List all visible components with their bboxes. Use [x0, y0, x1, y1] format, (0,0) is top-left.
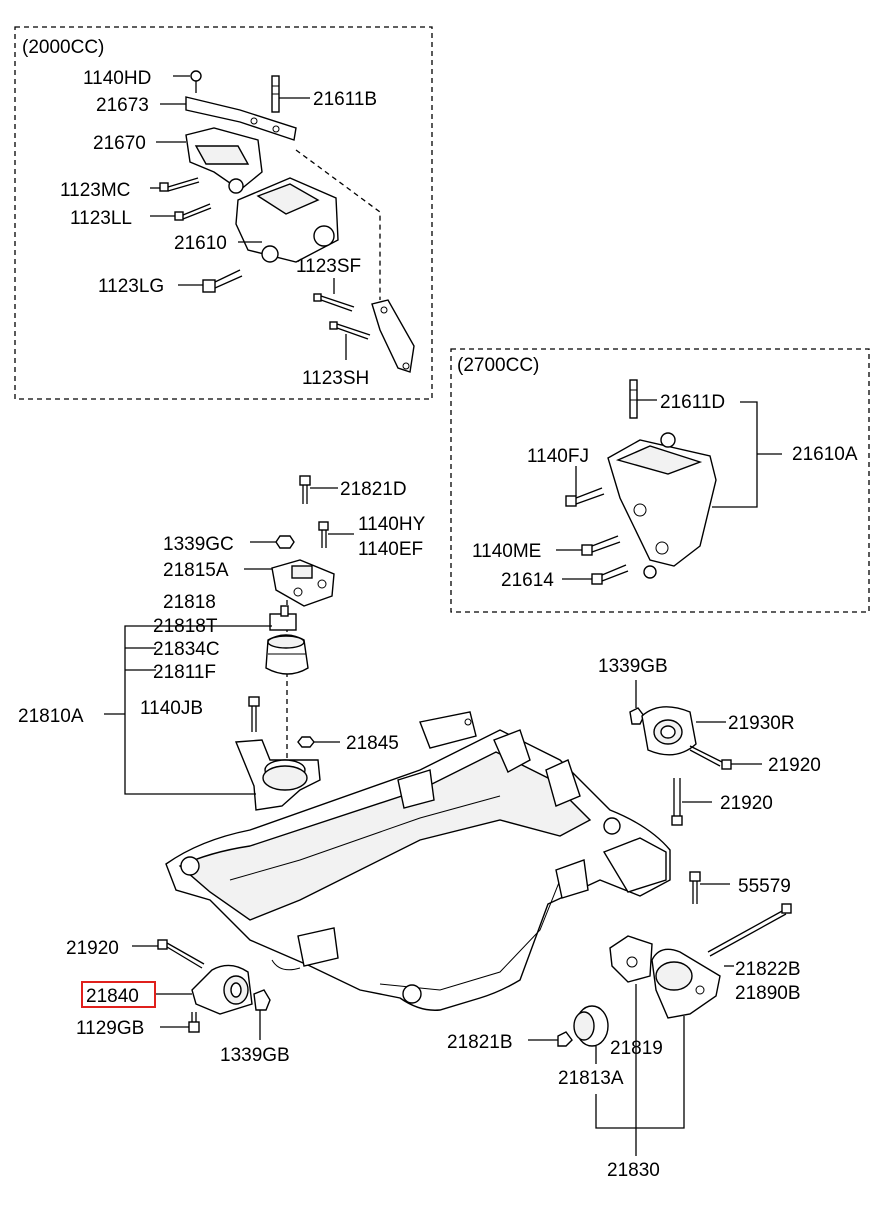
- bolt-1123sf[interactable]: [313, 278, 355, 312]
- group-21830: 55579 21822B 21890B 21821B 21819 21813A …: [447, 871, 801, 1181]
- label-21610: 21610: [174, 233, 227, 254]
- bolt-1123sh[interactable]: [329, 321, 371, 360]
- bracket-2000-lower[interactable]: [371, 299, 415, 373]
- label-21810a: 21810A: [18, 706, 84, 727]
- label-1123ll: 1123LL: [70, 208, 132, 229]
- group-21810a: 21821D 1339GC 1140HY 1140EF 21815A 21818…: [18, 475, 426, 811]
- label-1140hy: 1140HY: [358, 514, 426, 535]
- stud-21611d[interactable]: [629, 379, 657, 419]
- nut-21821b[interactable]: [528, 1031, 573, 1047]
- label-21821b: 21821B: [447, 1032, 513, 1053]
- label-21813a: 21813A: [558, 1068, 624, 1089]
- group-2700cc-frame: [450, 348, 870, 613]
- bracket-21815a[interactable]: [244, 559, 335, 607]
- label-1140ef: 1140EF: [358, 539, 423, 560]
- group-2700cc: (2700CC): [450, 348, 870, 613]
- group-21930r: 1339GB 21930R 21920 21920: [598, 656, 821, 826]
- label-21830: 21830: [607, 1160, 660, 1181]
- bracket-21890b[interactable]: [651, 948, 721, 1019]
- nut-21845[interactable]: [297, 736, 340, 748]
- label-21920-b: 21920: [720, 793, 773, 814]
- leader-21810a: [124, 625, 272, 795]
- subframe[interactable]: [165, 711, 671, 1011]
- bolt-1129gb[interactable]: [160, 1012, 200, 1033]
- bolt-1123mc[interactable]: [150, 177, 200, 192]
- bolt-1123ll[interactable]: [150, 203, 212, 221]
- label-1140jb: 1140JB: [140, 698, 203, 719]
- bolt-1140fj[interactable]: [565, 466, 605, 507]
- label-21920-a: 21920: [768, 755, 821, 776]
- bolt-21920-vertical[interactable]: [671, 778, 712, 826]
- label-21930r: 21930R: [728, 713, 795, 734]
- bolt-1140hd[interactable]: [173, 70, 202, 93]
- label-1140hd: 1140HD: [83, 68, 151, 89]
- label-21845: 21845: [346, 733, 399, 754]
- highlight-box-21840[interactable]: [81, 981, 156, 1008]
- bracket-21819[interactable]: [609, 935, 653, 983]
- label-1123mc: 1123MC: [60, 180, 130, 201]
- label-21890b: 21890B: [735, 983, 801, 1004]
- label-21614: 21614: [501, 570, 554, 591]
- label-1140fj: 1140FJ: [527, 446, 589, 467]
- label-1339gc: 1339GC: [163, 534, 234, 555]
- label-1123sf: 1123SF: [296, 256, 361, 277]
- label-1123lg: 1123LG: [98, 276, 164, 297]
- group-2000cc-title: (2000CC): [22, 37, 104, 58]
- label-1123sh: 1123SH: [302, 368, 369, 389]
- label-21611b: 21611B: [313, 89, 377, 110]
- bolt-55579[interactable]: [689, 871, 730, 904]
- bracket-21818-lower[interactable]: [234, 739, 321, 811]
- label-1339gb-bottom: 1339GB: [220, 1045, 290, 1066]
- insulator-21818t[interactable]: [269, 605, 297, 631]
- label-21673: 21673: [96, 95, 149, 116]
- bolt-21920-horizontal[interactable]: [689, 745, 762, 770]
- label-21670: 21670: [93, 133, 146, 154]
- label-55579: 55579: [738, 876, 791, 897]
- group-2000cc: (2000CC): [14, 26, 433, 400]
- bracket-21670[interactable]: [156, 127, 263, 194]
- group-21840: 21920 21840 1129GB 1339GB: [66, 938, 290, 1066]
- engine-mount-21610[interactable]: [235, 177, 339, 263]
- label-21821d: 21821D: [340, 479, 407, 500]
- label-21811f: 21811F: [153, 662, 216, 683]
- nut-1339gb-bottom[interactable]: [253, 989, 271, 1040]
- label-21610a: 21610A: [792, 444, 858, 465]
- leader-21610a: [712, 401, 758, 508]
- bolt-21821d[interactable]: [299, 475, 338, 504]
- engine-mount-21610a[interactable]: [607, 432, 717, 579]
- group-2700cc-title: (2700CC): [457, 355, 539, 376]
- label-21834c: 21834C: [153, 639, 220, 660]
- bolt-1140hy-ef[interactable]: [318, 521, 354, 548]
- label-21818t: 21818T: [153, 616, 218, 637]
- guide-line-2000: [295, 149, 381, 300]
- label-1339gb-top: 1339GB: [598, 656, 668, 677]
- leader-21830: [595, 1016, 685, 1129]
- group-2000cc-frame: [14, 26, 433, 400]
- label-21815a: 21815A: [163, 560, 229, 581]
- label-21818: 21818: [163, 592, 216, 613]
- bolt-1140jb[interactable]: [248, 696, 260, 732]
- label-1129gb: 1129GB: [76, 1018, 144, 1039]
- bracket-21673[interactable]: [160, 96, 297, 141]
- label-21920-c: 21920: [66, 938, 119, 959]
- insulator-21811f[interactable]: [265, 634, 309, 675]
- bolt-21920-left[interactable]: [132, 939, 205, 969]
- bolt-21822b[interactable]: [707, 903, 792, 957]
- label-21819: 21819: [610, 1038, 663, 1059]
- mount-21930r[interactable]: [641, 706, 726, 756]
- label-1140me: 1140ME: [472, 541, 541, 562]
- label-21822b: 21822B: [735, 959, 801, 980]
- bolt-21614[interactable]: [562, 564, 629, 585]
- stud-21611b[interactable]: [271, 75, 310, 113]
- bolt-1140me[interactable]: [556, 535, 621, 556]
- insulator-21813a[interactable]: [573, 1005, 609, 1047]
- mount-21840[interactable]: [191, 964, 253, 1015]
- nut-1339gc[interactable]: [250, 535, 295, 549]
- label-21840[interactable]: 21840: [86, 986, 139, 1007]
- bolt-1123lg[interactable]: [178, 269, 243, 293]
- label-21611d: 21611D: [660, 392, 725, 413]
